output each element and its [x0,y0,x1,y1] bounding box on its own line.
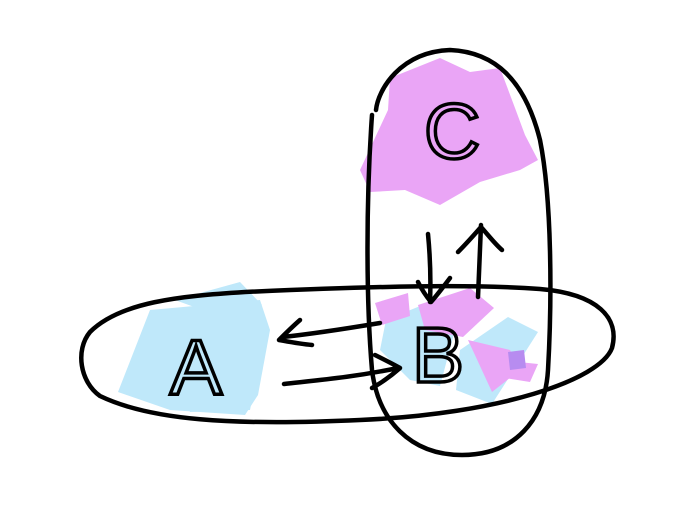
arrow-c-to-b [415,231,453,305]
node-c-label: C [424,87,480,175]
arrow-b-to-a [276,317,383,348]
node-a-label: A [170,323,222,411]
node-b-label: B [412,311,464,399]
vertical-oval [365,47,553,458]
horizontal-oval [79,283,616,425]
highlight-c [360,58,538,205]
arrow-a-to-b [281,352,403,391]
arrow-b-to-c [455,222,505,300]
